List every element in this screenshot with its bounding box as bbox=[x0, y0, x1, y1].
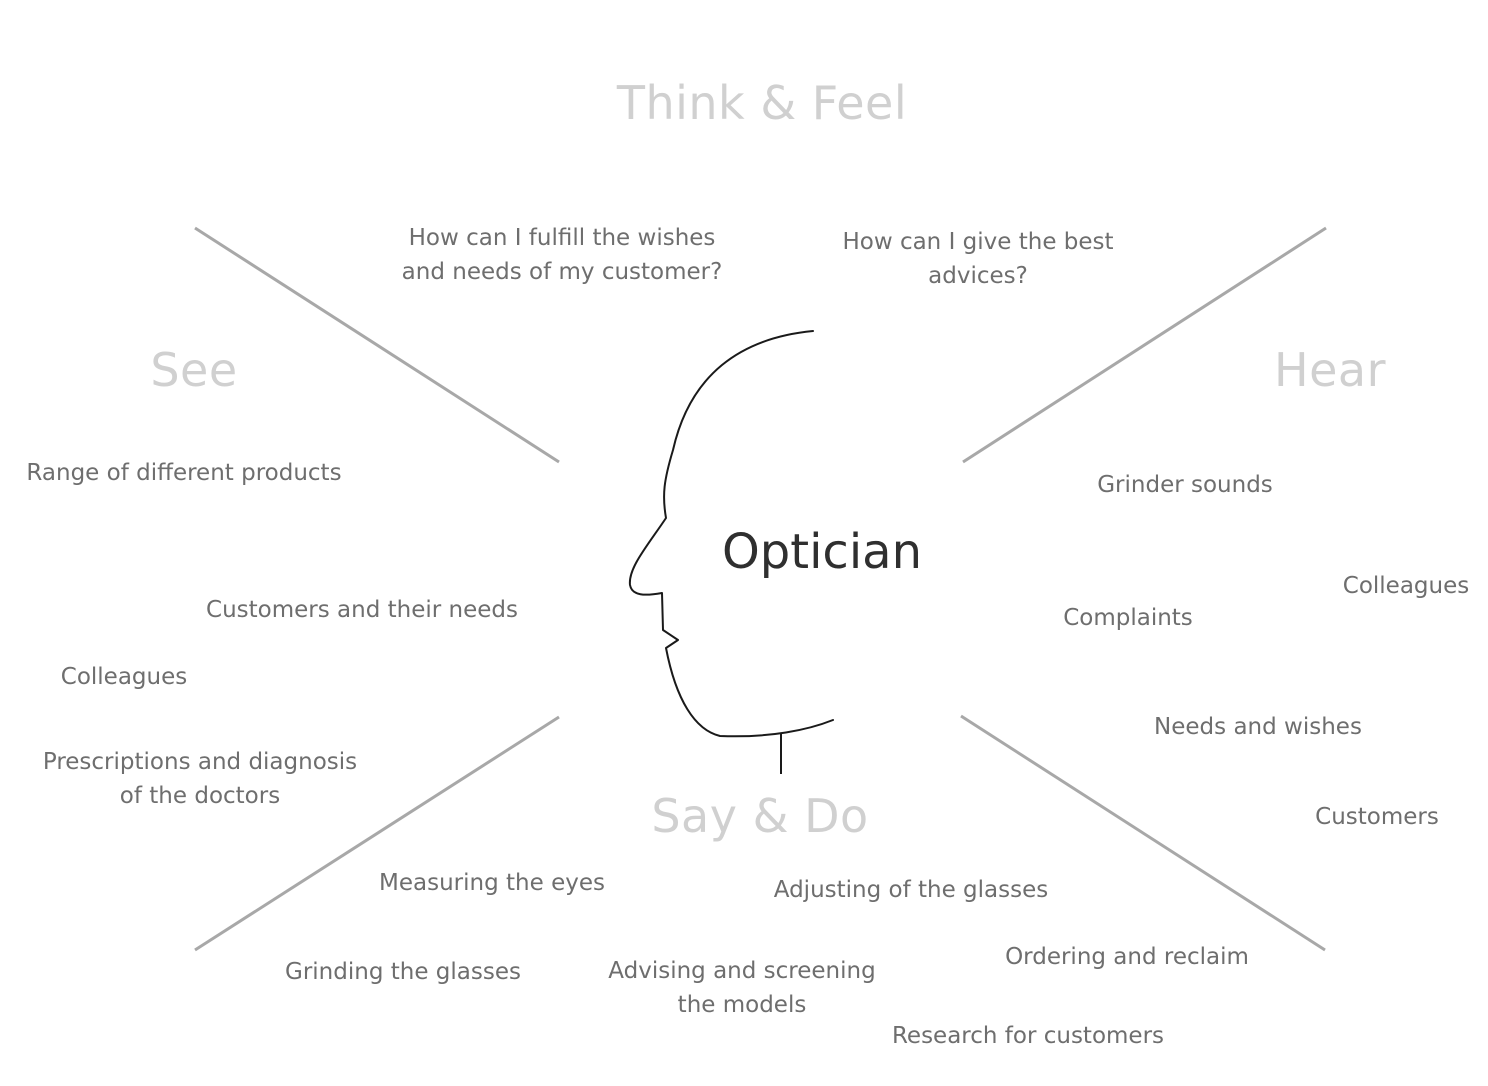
hear-note: Colleagues bbox=[1342, 573, 1470, 599]
see-note: Prescriptions and diagnosis of the docto… bbox=[42, 749, 358, 809]
section-title-think-feel: Think & Feel bbox=[616, 76, 908, 130]
say-do-note: Research for customers bbox=[891, 1023, 1165, 1049]
see-note: Colleagues bbox=[60, 664, 188, 690]
say-do-note: Measuring the eyes bbox=[379, 870, 605, 896]
think-feel-note: How can I give the best advices? bbox=[842, 229, 1114, 289]
see-note: Customers and their needs bbox=[206, 597, 518, 623]
section-title-say-do: Say & Do bbox=[651, 789, 869, 843]
say-do-note: Ordering and reclaim bbox=[1005, 944, 1249, 970]
say-do-note: Adjusting of the glasses bbox=[773, 877, 1049, 903]
hear-note: Customers bbox=[1315, 804, 1439, 830]
divider-bottom-left bbox=[194, 715, 560, 952]
hear-note: Complaints bbox=[1063, 605, 1193, 631]
section-title-hear: Hear bbox=[1274, 343, 1386, 397]
say-do-note: Advising and screening the models bbox=[608, 958, 876, 1018]
say-do-note: Grinding the glasses bbox=[285, 959, 521, 985]
divider-top-left bbox=[194, 226, 560, 464]
see-note: Range of different products bbox=[26, 460, 342, 486]
head-profile-outline bbox=[628, 330, 834, 738]
divider-top-right bbox=[962, 226, 1327, 464]
section-title-see: See bbox=[150, 343, 238, 397]
hear-note: Grinder sounds bbox=[1097, 472, 1273, 498]
think-feel-note: How can I fulfill the wishes and needs o… bbox=[401, 225, 723, 285]
hear-note: Needs and wishes bbox=[1154, 714, 1362, 740]
divider-bottom-right bbox=[960, 714, 1326, 952]
central-persona-title: Optician bbox=[722, 524, 922, 580]
